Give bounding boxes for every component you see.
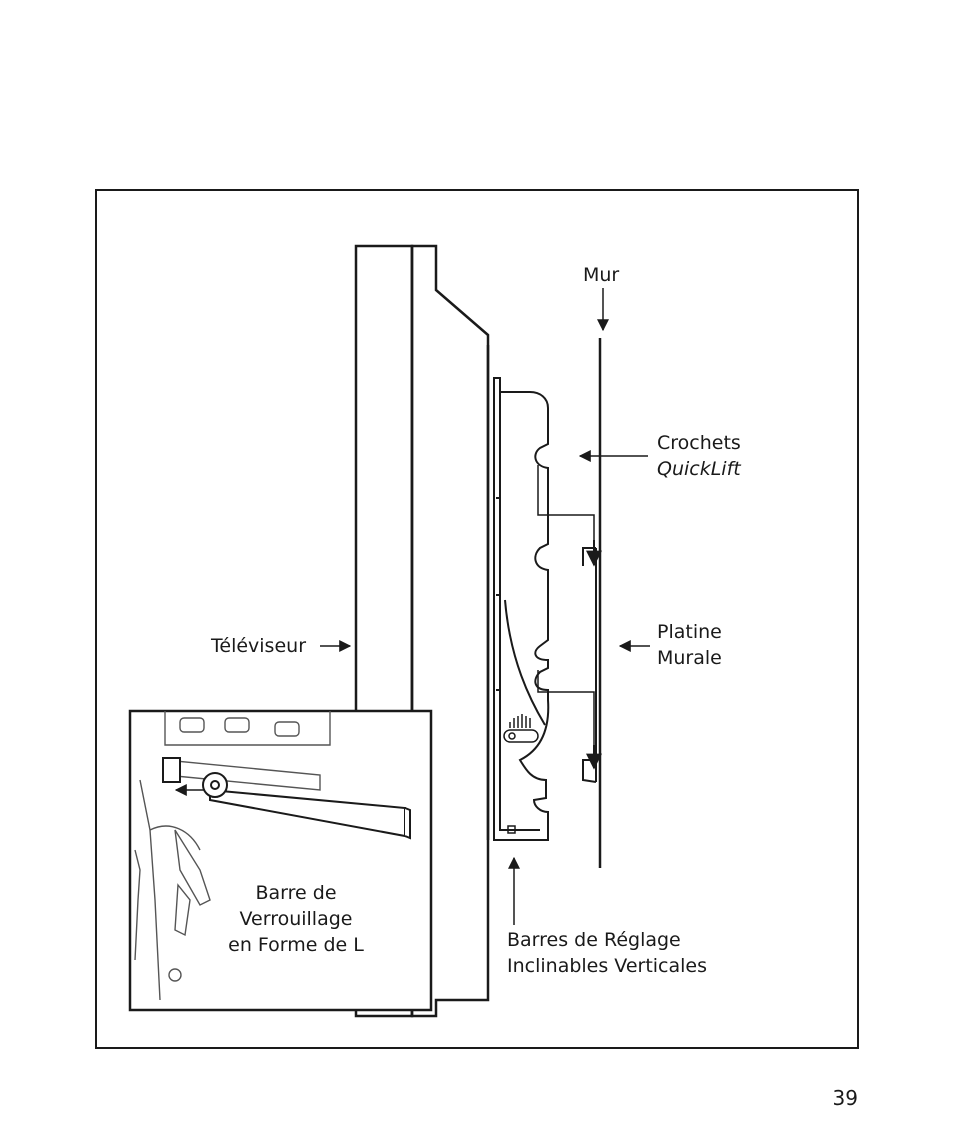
tilt-scale — [503, 714, 539, 834]
lock-bar-label-line1: Barre de — [255, 882, 337, 904]
wall-label: Mur — [583, 264, 620, 286]
quicklift-hooks-label-line2: QuickLift — [657, 458, 741, 480]
tilt-adjustment-bar — [493, 377, 550, 841]
lock-bar-label-line2: Verrouillage — [239, 908, 353, 930]
inset-detail — [128, 709, 433, 1012]
figure-frame — [95, 189, 859, 1049]
quicklift-hooks-label: Crochets QuickLift — [657, 430, 741, 482]
page-number: 39 — [832, 1086, 858, 1110]
tilt-bars-label-line1: Barres de Réglage — [507, 929, 681, 951]
lock-bar-label-line3: en Forme de L — [228, 934, 364, 956]
wall-plate-label-line2: Murale — [657, 647, 722, 669]
wall-plate-label: Platine Murale — [657, 619, 722, 671]
tilt-bars-label: Barres de Réglage Inclinables Verticales — [507, 927, 707, 979]
lock-bar-label: Barre de Verrouillage en Forme de L — [216, 880, 376, 958]
quicklift-hooks-label-line1: Crochets — [657, 432, 741, 454]
wall-plate-label-line1: Platine — [657, 621, 722, 643]
tilt-bars-label-line2: Inclinables Verticales — [507, 955, 708, 977]
television-label: Téléviseur — [211, 635, 306, 657]
